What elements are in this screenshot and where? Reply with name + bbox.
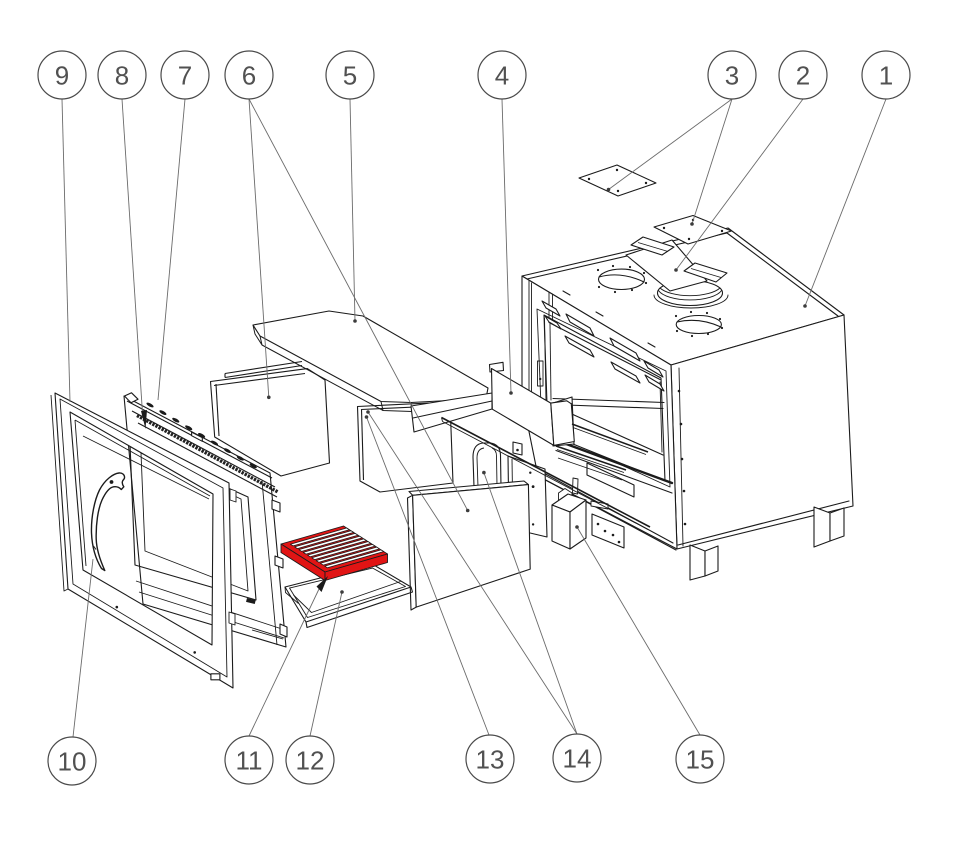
svg-text:3: 3 [725, 61, 739, 91]
svg-text:15: 15 [686, 745, 715, 775]
svg-text:11: 11 [236, 746, 263, 776]
svg-text:14: 14 [563, 744, 592, 774]
svg-text:6: 6 [242, 61, 256, 91]
svg-text:5: 5 [343, 61, 357, 91]
svg-text:10: 10 [58, 747, 87, 777]
svg-text:2: 2 [796, 61, 810, 91]
svg-text:13: 13 [476, 745, 505, 775]
svg-text:8: 8 [115, 61, 129, 91]
svg-text:7: 7 [178, 61, 192, 91]
svg-text:1: 1 [879, 61, 893, 91]
svg-text:12: 12 [296, 746, 325, 776]
svg-text:9: 9 [55, 61, 69, 91]
svg-text:4: 4 [495, 61, 509, 91]
